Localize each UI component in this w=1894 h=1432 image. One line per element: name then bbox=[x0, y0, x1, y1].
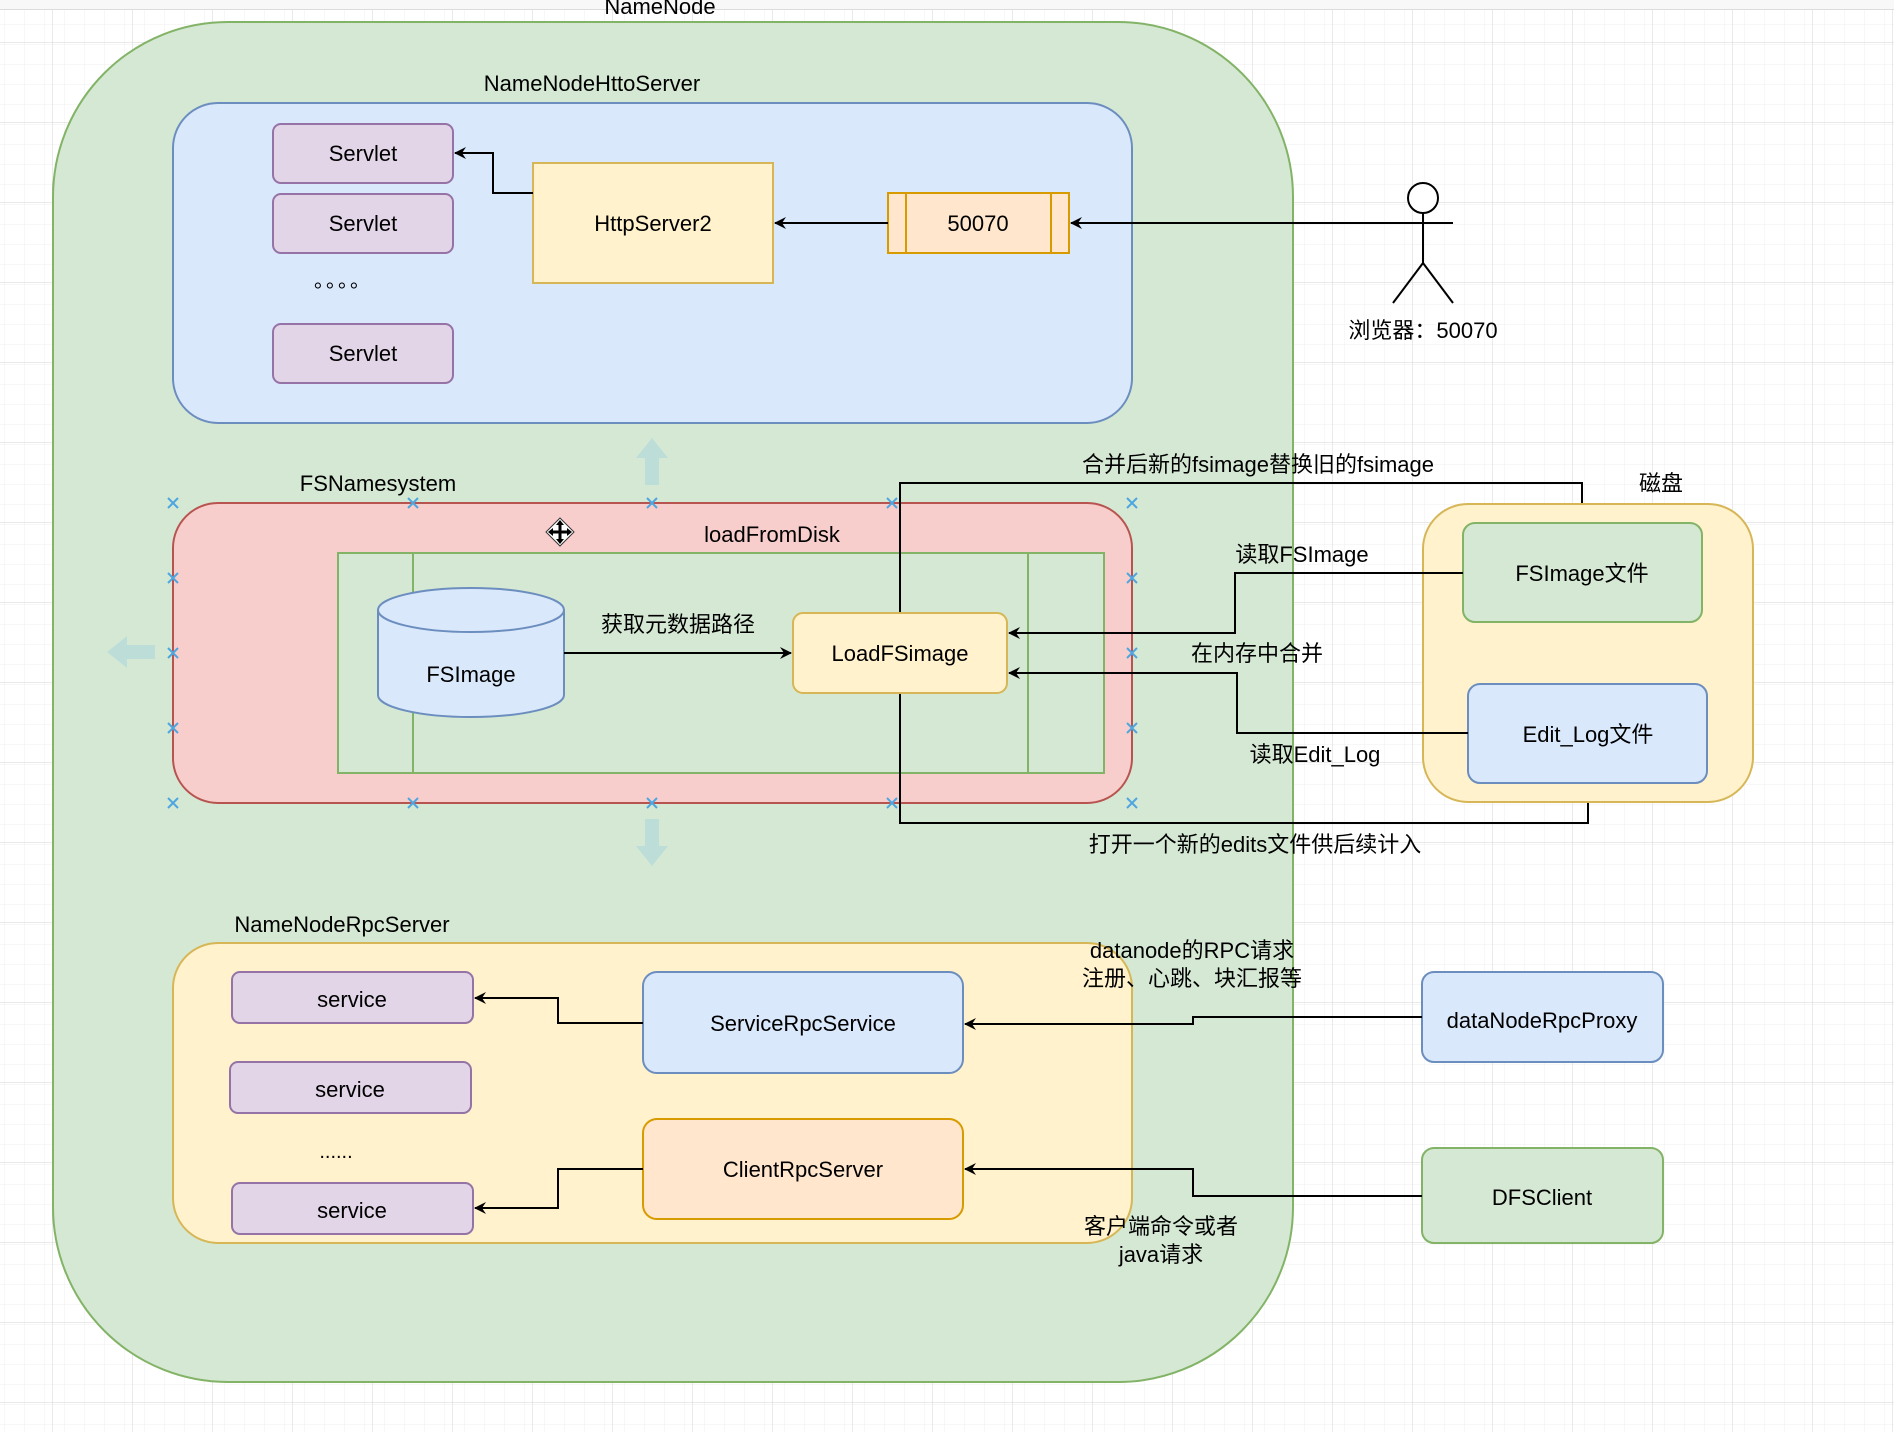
service-label: service bbox=[315, 1077, 385, 1102]
rpc-server-label: NameNodeRpcServer bbox=[234, 912, 449, 937]
servlet-ellipsis: 。。。。 bbox=[314, 270, 372, 292]
edge-servicerpc-to-service[interactable] bbox=[474, 992, 643, 1024]
edge-read-edit-log[interactable] bbox=[1008, 667, 1468, 734]
servlet-box[interactable]: Servlet bbox=[272, 323, 454, 384]
canvas-top-bar bbox=[0, 0, 1894, 10]
edge-datanode-proxy-to-servicerpc[interactable] bbox=[964, 1016, 1422, 1030]
service-rpc-service-label: ServiceRpcService bbox=[710, 1011, 896, 1036]
client-rpc-server-box[interactable]: ClientRpcServer bbox=[642, 1118, 964, 1220]
service-ellipsis: ...... bbox=[319, 1141, 352, 1163]
service-box[interactable]: service bbox=[229, 1061, 472, 1114]
fsimage-cylinder[interactable]: FSImage bbox=[377, 587, 565, 718]
edge-httpserver2-to-servlet[interactable] bbox=[454, 147, 533, 194]
httpserver2-box[interactable]: HttpServer2 bbox=[532, 162, 774, 284]
dfs-client-box[interactable]: DFSClient bbox=[1421, 1147, 1664, 1244]
open-new-edits-label: 打开一个新的edits文件供后续计入 bbox=[1089, 832, 1421, 857]
fsimage-cylinder-label: FSImage bbox=[426, 662, 515, 687]
get-metadata-path-label: 获取元数据路径 bbox=[601, 612, 755, 637]
datanode-rpc-label-line1: datanode的RPC请求 bbox=[1090, 938, 1294, 963]
datanode-rpc-proxy-label: dataNodeRpcProxy bbox=[1447, 1008, 1638, 1033]
edge-open-new-edits[interactable] bbox=[899, 693, 1594, 824]
service-box[interactable]: service bbox=[231, 1182, 474, 1235]
edge-clientrpc-to-service[interactable] bbox=[474, 1168, 643, 1214]
edge-read-fsimage[interactable] bbox=[1008, 572, 1463, 639]
port-50070-box[interactable]: 50070 bbox=[887, 192, 1070, 254]
servlet-label: Servlet bbox=[329, 211, 397, 236]
http-server-label: NameNodeHttoServer bbox=[484, 71, 700, 96]
service-label: service bbox=[317, 987, 387, 1012]
read-edit-log-label: 读取Edit_Log bbox=[1250, 742, 1381, 767]
servlet-box[interactable]: Servlet bbox=[272, 123, 454, 184]
load-from-disk-label: loadFromDisk bbox=[704, 522, 841, 547]
servlet-label: Servlet bbox=[329, 141, 397, 166]
move-cursor-icon bbox=[545, 517, 575, 547]
port-50070-label: 50070 bbox=[947, 211, 1008, 236]
servlet-label: Servlet bbox=[329, 341, 397, 366]
client-request-label-line2: java请求 bbox=[1118, 1242, 1203, 1267]
namenode-title: NameNode bbox=[604, 0, 715, 19]
servlet-box[interactable]: Servlet bbox=[272, 193, 454, 254]
datanode-rpc-label-line2: 注册、心跳、块汇报等 bbox=[1082, 966, 1302, 991]
datanode-rpc-proxy-box[interactable]: dataNodeRpcProxy bbox=[1421, 971, 1664, 1063]
service-box[interactable]: service bbox=[231, 971, 474, 1024]
selection-handles[interactable] bbox=[167, 497, 1138, 809]
fsnamesystem-label: FSNamesystem bbox=[300, 471, 456, 496]
loadfsimage-label: LoadFSimage bbox=[832, 641, 969, 666]
httpserver2-label: HttpServer2 bbox=[594, 211, 711, 236]
service-label: service bbox=[317, 1198, 387, 1223]
fsimage-file-box[interactable]: FSImage文件 bbox=[1462, 522, 1703, 623]
edge-replace-fsimage[interactable] bbox=[899, 482, 1588, 613]
edit-log-file-box[interactable]: Edit_Log文件 bbox=[1467, 683, 1708, 784]
merge-in-memory-label: 在内存中合并 bbox=[1191, 641, 1323, 666]
browser-actor-icon[interactable] bbox=[1392, 182, 1454, 304]
loadfsimage-box[interactable]: LoadFSimage bbox=[792, 612, 1008, 694]
service-rpc-service-box[interactable]: ServiceRpcService bbox=[642, 971, 964, 1074]
dfs-client-label: DFSClient bbox=[1492, 1185, 1592, 1210]
guide-arrow-down-icon[interactable] bbox=[636, 819, 668, 866]
edge-dfsclient-to-clientrpc[interactable] bbox=[964, 1163, 1422, 1197]
client-rpc-server-label: ClientRpcServer bbox=[723, 1157, 883, 1182]
replace-fsimage-label: 合并后新的fsimage替换旧的fsimage bbox=[1082, 452, 1434, 477]
browser-label: 浏览器：50070 bbox=[1348, 318, 1497, 343]
disk-label: 磁盘 bbox=[1639, 471, 1683, 496]
client-request-label-line1: 客户端命令或者 bbox=[1084, 1214, 1238, 1239]
edit-log-file-label: Edit_Log文件 bbox=[1523, 722, 1654, 747]
guide-arrow-up-icon[interactable] bbox=[636, 438, 668, 485]
read-fsimage-label: 读取FSImage bbox=[1235, 542, 1368, 567]
guide-arrow-left-icon[interactable] bbox=[107, 636, 155, 668]
fsimage-file-label: FSImage文件 bbox=[1515, 561, 1648, 586]
